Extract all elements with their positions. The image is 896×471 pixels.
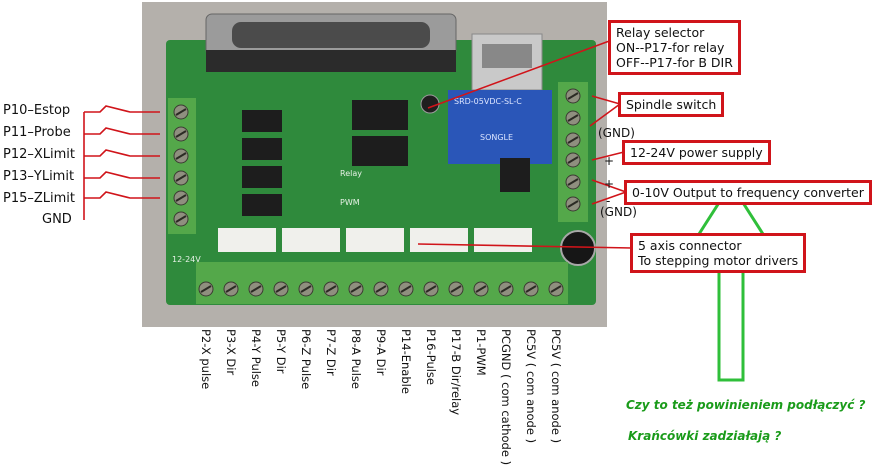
relay-line-2: ON--P17-for relay (616, 40, 725, 55)
pin-label-pc5v-2: PC5V ( com anode ) (549, 329, 563, 444)
leader-lines (83, 39, 633, 249)
bottom-screw-3-slot (275, 285, 287, 293)
question-limits: Krańcówki zadziałają ? (628, 429, 782, 443)
pin-label-p16: P16-Pulse (424, 329, 438, 386)
capacitor-small (420, 94, 440, 114)
bottom-screw-0-slot (200, 285, 212, 293)
pin-label-p1: P1-PWM (474, 329, 488, 376)
label-p10-estop: P10–Estop (3, 103, 71, 118)
bottom-screw-1-slot (225, 285, 237, 293)
callout-5-axis-connector: 5 axis connector To stepping motor drive… (630, 233, 807, 273)
right-screw-1-slot (567, 114, 579, 122)
right-terminal-screws (565, 88, 581, 212)
voltage-silk: 12-24V (172, 255, 201, 264)
pin-label-p8: P8-A Pulse (349, 329, 363, 389)
right-screw-3-slot (567, 156, 579, 164)
bottom-screw-14-slot (550, 285, 562, 293)
connector-line-1: 5 axis connector (638, 238, 742, 253)
label-gnd: GND (42, 212, 72, 227)
header-x (218, 228, 276, 252)
left-screw-3-slot (175, 174, 187, 182)
chip-2 (352, 136, 408, 166)
label-p11-probe: P11–Probe (3, 125, 71, 140)
left-screw-1-slot (175, 130, 187, 138)
left-screw-0-slot (175, 108, 187, 116)
bottom-screw-13-slot (525, 285, 537, 293)
bottom-screw-8-slot (400, 285, 412, 293)
left-screw-4-slot (175, 194, 187, 202)
pin-label-pcgnd: PCGND ( com cathode ) (499, 329, 513, 466)
bottom-screw-12-slot (500, 285, 512, 293)
left-screw-5-slot (175, 215, 187, 223)
connector-line-2: To stepping motor drivers (638, 253, 799, 268)
pin-label-p14: P14-Enable (399, 329, 413, 394)
relay-brand-text: SONGLE (480, 133, 513, 142)
note-gnd-bottom: (GND) (600, 205, 637, 219)
callout-relay-selector: Relay selector ON--P17-for relay OFF--P1… (608, 20, 741, 75)
pin-label-p17: P17-B Dir/relay (449, 329, 463, 416)
green-up-arrow (673, 181, 789, 382)
label-p13-ylimit: P13–YLimit (3, 169, 75, 184)
bottom-screw-10-slot (450, 285, 462, 293)
note-plus-2: + (604, 177, 615, 191)
callout-output: 0-10V Output to frequency converter (624, 180, 872, 205)
relay-silk: Relay (340, 169, 362, 178)
header-a (410, 228, 468, 252)
label-p12-xlimit: P12–XLimit (3, 147, 76, 162)
chip-1 (352, 100, 408, 130)
pin-label-p7: P7-Z Dir (324, 329, 338, 376)
label-p15-zlimit: P15–ZLimit (3, 191, 76, 206)
relay (448, 90, 552, 164)
relay-line-3: OFF--P17-for B DIR (616, 55, 733, 70)
left-screw-2-slot (175, 152, 187, 160)
pwm-silk: PWM (340, 198, 360, 207)
pin-label-pc5v-1: PC5V ( com anode ) (524, 329, 538, 444)
question-connect: Czy to też powinieniem podłączyć ? (626, 398, 866, 412)
right-screw-4-slot (567, 178, 579, 186)
optocoupler-3 (242, 166, 282, 188)
pin-label-p3: P3-X Dir (224, 329, 238, 376)
relay-model-text: SRD-05VDC-SL-C (454, 97, 522, 106)
bottom-terminal-screws (198, 281, 564, 297)
header-b (474, 228, 532, 252)
pin-label-p5: P5-Y Dir (274, 329, 288, 374)
pin-label-p4: P4-Y Pulse (249, 329, 263, 387)
pin-label-p6: P6-Z Pulse (299, 329, 313, 390)
callout-spindle-switch: Spindle switch (618, 92, 725, 117)
bottom-screw-4-slot (300, 285, 312, 293)
chip-3 (500, 158, 530, 192)
header-y (282, 228, 340, 252)
right-screw-2-slot (567, 136, 579, 144)
left-terminal-screws (173, 104, 189, 227)
bottom-screw-9-slot (425, 285, 437, 293)
bottom-screw-7-slot (375, 285, 387, 293)
right-screw-0-slot (567, 92, 579, 100)
header-z (346, 228, 404, 252)
note-minus: - (606, 194, 611, 208)
relay-line-1: Relay selector (616, 25, 705, 40)
pin-label-p9: P9-A Dir (374, 329, 388, 376)
pin-label-p2: P2-X pulse (199, 329, 213, 390)
optocoupler-2 (242, 138, 282, 160)
right-screw-5-slot (567, 200, 579, 208)
left-terminal-block (168, 98, 196, 234)
bottom-screw-2-slot (250, 285, 262, 293)
callout-power-supply: 12-24V power supply (622, 140, 771, 165)
optocoupler-4 (242, 194, 282, 216)
note-gnd-top: (GND) (598, 126, 635, 140)
bottom-screw-5-slot (325, 285, 337, 293)
optocoupler-1 (242, 110, 282, 132)
bottom-screw-6-slot (350, 285, 362, 293)
note-plus-1: + (604, 154, 615, 168)
bottom-screw-11-slot (475, 285, 487, 293)
